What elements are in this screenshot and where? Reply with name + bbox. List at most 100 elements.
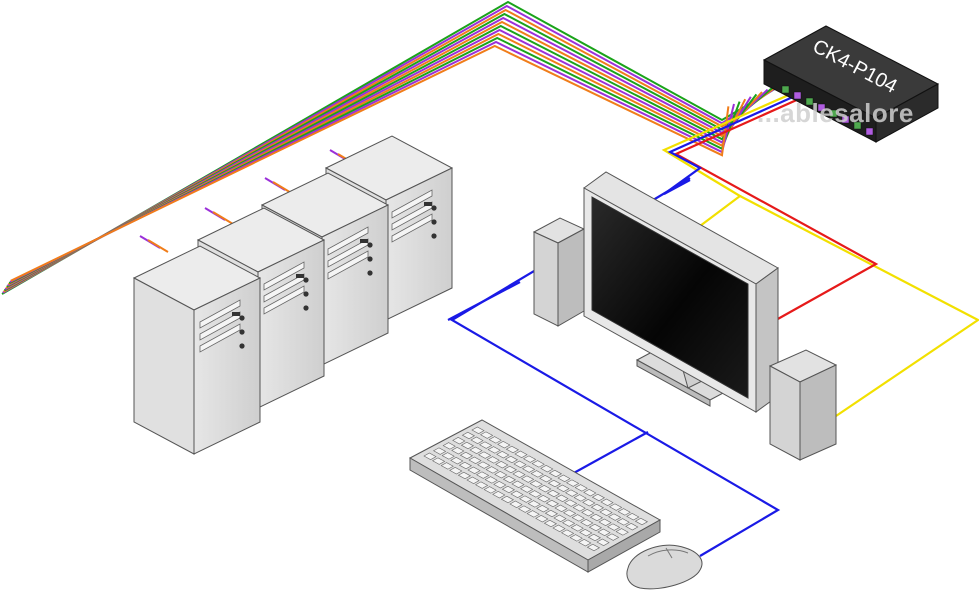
power-button [239,315,245,321]
keyboard-key [606,523,621,531]
keyboard-key [513,460,527,468]
keyboard-key [503,465,518,474]
keyboard-key [563,499,578,507]
keyboard-key [565,479,580,487]
keyboard-key [570,524,584,532]
monitor-icon [583,171,779,413]
keyboard-key [599,508,613,516]
keyboard-key [504,455,519,464]
keyboard-key [547,479,562,488]
keyboard-key [432,447,447,455]
keyboard-key [552,524,566,532]
power-button [431,205,437,211]
pc-cable-drop [147,239,169,253]
keyboard-key [626,513,640,521]
tower-pc-icon [132,245,262,455]
keyboard-key [625,523,639,531]
keyboard-key [431,457,446,465]
keyboard-key [477,451,492,459]
keyboard-key [451,447,465,455]
keyboard-key [588,523,603,532]
keyboard-key [544,509,559,518]
keyboard-key [530,470,544,478]
keyboard-key [556,484,570,492]
keyboard-key [518,495,533,503]
switch-port [829,109,838,118]
keyboard-key [582,499,596,507]
keyboard-key [546,489,561,498]
keyboard-key [605,533,620,541]
mouse-icon [626,544,703,590]
keyboard-key [484,476,498,484]
keyboard-key [514,450,528,458]
power-button [239,343,245,349]
pc-cable-drop [212,211,234,225]
keyboard-key [535,515,549,523]
switch-port [865,127,874,136]
keyboard-key [494,471,508,479]
keyboard-key [529,480,543,488]
keyboard-key [564,489,579,497]
keyboard-key [440,462,454,470]
switch-port [853,121,862,130]
blue-usb-cable [571,431,649,475]
computer-towers [132,135,454,455]
keyboard-key [598,518,612,526]
switch-port [793,91,802,100]
keyboard-key [501,485,516,494]
keyboard-key [468,456,482,464]
keyboard-key [586,543,601,552]
keyboard-key [510,490,524,498]
keyboard-key [536,505,550,513]
keyboard-key [500,495,515,504]
pc-cable [9,40,735,283]
keyboard-key [441,452,455,460]
keyboard-key [531,460,545,468]
keyboard-key [505,445,520,454]
keyboard-icon [408,419,662,573]
keyboard-key [561,519,576,527]
keyboard-key [502,475,517,484]
keyboard-key [581,509,595,517]
keyboard-key [495,461,509,469]
keyboard-key [485,466,499,474]
keyboard-key [474,481,489,489]
keyboard-key [607,513,622,521]
keyboard-key [555,494,569,502]
pc-cable [7,28,752,287]
power-button [367,242,373,248]
keyboard-key [512,470,526,478]
switch-port [781,85,790,94]
power-button [367,270,373,276]
keyboard-key [557,474,571,482]
keyboard-key [496,451,510,459]
keyboard-key [467,466,481,474]
switch-port [817,103,826,112]
watermark-text: ...ablesalore [757,98,914,128]
keyboard-key [634,517,649,526]
keyboard-key [470,436,484,444]
keyboard-key [579,529,593,537]
keyboard-key [478,441,493,449]
keyboard-key [520,475,535,483]
keyboard-key [521,465,536,473]
keyboard-key [461,431,476,440]
keyboard-key [528,490,542,498]
keyboard-key [589,513,604,522]
keyboard-key [538,485,552,493]
kvm-switch-icon: CK4-P104 [762,25,940,143]
keyboard-key [475,471,490,479]
keyboard-key [578,539,592,547]
keyboard-key [615,528,629,536]
keyboard-key [597,528,611,536]
keyboard-key [580,519,594,527]
keyboard-key [548,469,563,478]
speaker-right-icon [768,349,838,461]
keyboard-key [527,500,541,508]
power-button [367,256,373,262]
power-button [303,305,309,311]
keyboard-key [442,442,456,450]
keyboard-key [483,486,497,494]
keyboard-key [509,500,523,508]
